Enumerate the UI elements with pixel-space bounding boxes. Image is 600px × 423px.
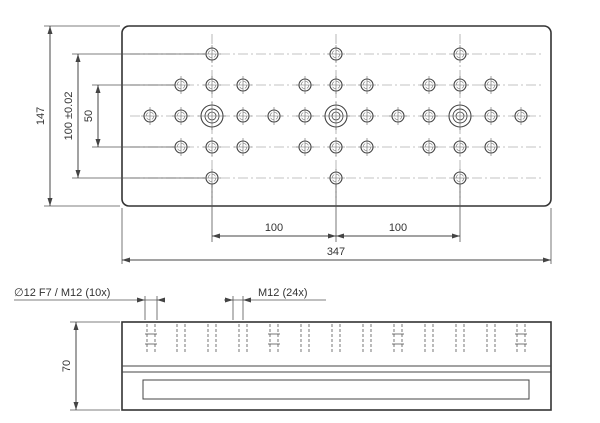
threaded-hole [451,45,469,63]
threaded-hole [234,138,252,156]
threaded-hole [482,138,500,156]
bore-hole [322,102,350,130]
threaded-hole [203,45,221,63]
callout-bore-spec: ∅12 F7 / M12 (10x) [14,287,110,299]
dim-overall-height: 147 [35,107,47,125]
callout-thread-spec: M12 (24x) [258,287,308,299]
threaded-hole [141,107,159,125]
dim-side-height: 70 [61,360,73,372]
threaded-hole [389,107,407,125]
side-thread-section [207,324,217,352]
side-thread-section [176,324,186,352]
threaded-hole [327,138,345,156]
side-bore-section [515,324,527,352]
side-thread-section [362,324,372,352]
threaded-hole [420,76,438,94]
threaded-hole [358,138,376,156]
side-thread-section [455,324,465,352]
threaded-hole [451,76,469,94]
threaded-hole [296,107,314,125]
side-thread-section [300,324,310,352]
threaded-hole [234,76,252,94]
dim-row-spacing: 50 [83,110,95,122]
side-bore-section [392,324,404,352]
dim-hole-span: 100 ±0.02 [63,92,75,141]
dim-spacing-left: 100 [265,222,283,234]
threaded-hole [482,76,500,94]
top-view-dimensions: 147 100 ±0.02 50 100 100 347 [35,25,552,264]
plate-outline [121,25,552,207]
side-thread-section [238,324,248,352]
side-bore-section [268,324,280,352]
threaded-hole [512,107,530,125]
hole-pattern [141,45,530,187]
threaded-hole [203,138,221,156]
dim-overall-length: 347 [327,246,345,258]
side-slot [142,379,530,400]
dim-spacing-right: 100 [389,222,407,234]
threaded-hole [296,76,314,94]
side-thread-section [424,324,434,352]
side-thread-section [486,324,496,352]
side-view: 70 ∅12 F7 / M12 (10x) M12 (24x) [14,287,552,411]
threaded-hole [265,107,283,125]
threaded-hole [172,107,190,125]
threaded-hole [327,76,345,94]
side-bore-section [145,324,157,352]
top-view [121,25,552,207]
threaded-hole [358,107,376,125]
bore-hole [198,102,226,130]
side-thread-section [331,324,341,352]
threaded-hole [234,107,252,125]
threaded-hole [358,76,376,94]
threaded-hole [203,76,221,94]
threaded-hole [482,107,500,125]
threaded-hole [420,107,438,125]
side-hole-sections [145,324,527,352]
threaded-hole [451,138,469,156]
threaded-hole [420,138,438,156]
threaded-hole [296,138,314,156]
threaded-hole [327,45,345,63]
bore-hole [446,102,474,130]
threaded-hole [172,138,190,156]
